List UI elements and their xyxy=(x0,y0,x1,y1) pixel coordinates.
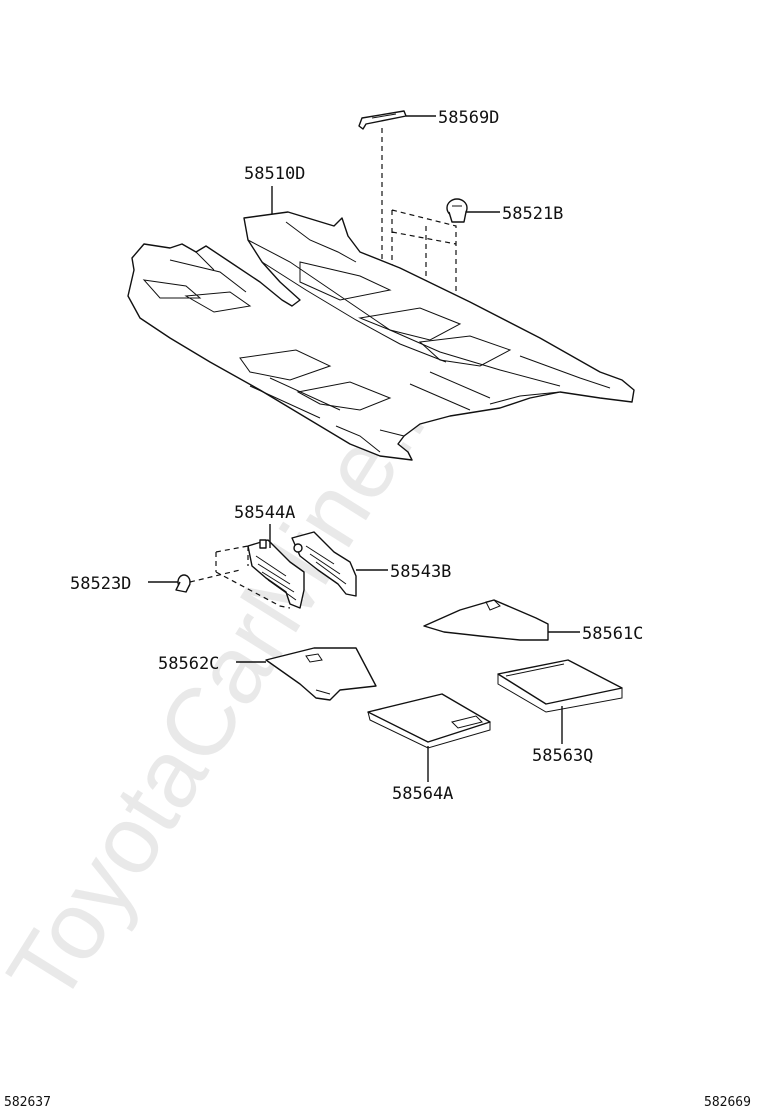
part-58569D-clip xyxy=(358,110,407,130)
label-58562C: 58562C xyxy=(158,654,219,674)
part-58523D-clip xyxy=(175,574,191,593)
part-58543B-bracket xyxy=(291,531,357,597)
part-58564A-mat xyxy=(367,693,491,749)
label-58543B: 58543B xyxy=(390,562,451,582)
part-58544A-bracket xyxy=(247,539,305,609)
label-58544A: 58544A xyxy=(234,503,295,523)
dash-58544A-box xyxy=(189,545,291,609)
footer-left-code: 582637 xyxy=(4,1095,51,1110)
label-58569D: 58569D xyxy=(438,108,499,128)
label-58521B: 58521B xyxy=(502,204,563,224)
part-58521B-plug xyxy=(446,198,468,223)
part-58561C-mat xyxy=(423,599,549,641)
part-58562C-mat xyxy=(265,647,377,701)
footer-right-code: 582669 xyxy=(704,1095,751,1110)
label-58561C: 58561C xyxy=(582,624,643,644)
label-58523D: 58523D xyxy=(70,574,131,594)
dash-58521B xyxy=(391,209,457,300)
label-58510D: 58510D xyxy=(244,164,305,184)
part-58563Q-mat xyxy=(497,659,623,713)
label-58564A: 58564A xyxy=(392,784,453,804)
label-58563Q: 58563Q xyxy=(532,746,593,766)
part-58510D-floor-carpet xyxy=(127,211,635,461)
